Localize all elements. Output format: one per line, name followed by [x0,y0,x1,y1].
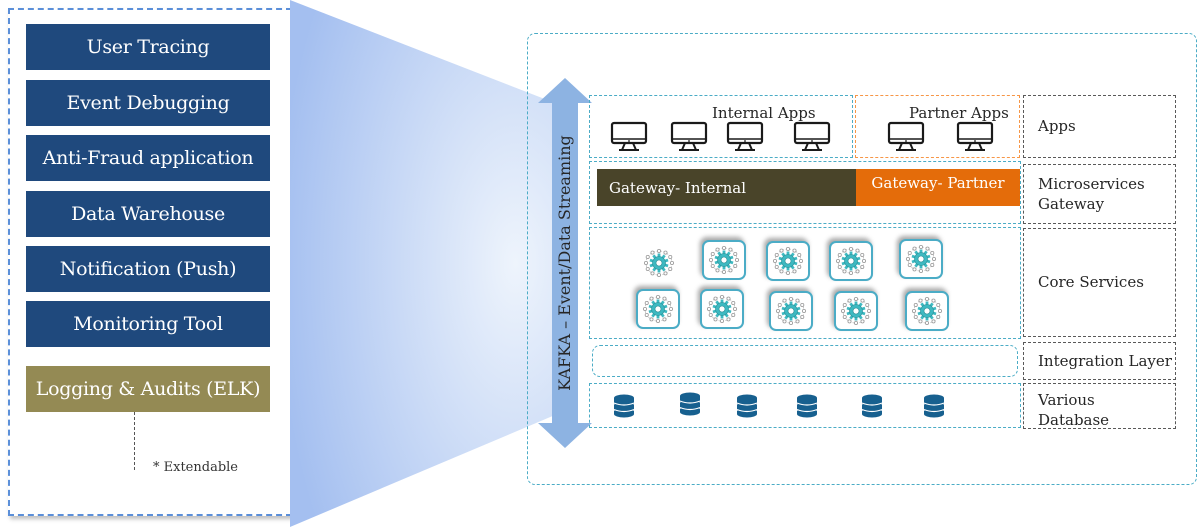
extendable-note: * Extendable [153,460,238,475]
extend-connector-line [134,412,135,470]
microservice-gear-icon [905,291,949,331]
layer-label-text: Microservices [1038,174,1145,193]
tool-event-debugging[interactable]: Event Debugging [26,80,270,126]
database-icon [796,394,818,418]
tool-anti-fraud[interactable]: Anti-Fraud application [26,135,270,181]
database-icon [923,394,945,418]
tool-monitoring[interactable]: Monitoring Tool [26,301,270,347]
monitor-icon [956,121,994,153]
tool-label: User Tracing [86,36,210,58]
microservice-gear-icon [636,289,680,329]
layer-label-text: Integration Layer [1038,351,1172,370]
monitor-icon [726,121,764,153]
monitor-icon [610,121,648,153]
tool-notification[interactable]: Notification (Push) [26,246,270,292]
gateway-internal-label: Gateway- Internal [609,178,746,197]
layer-label-text: Core Services [1038,273,1144,292]
database-icon [679,392,701,416]
database-icon [861,394,883,418]
tool-label: Logging & Audits (ELK) [35,378,261,400]
gateway-partner[interactable]: Gateway- Partner [856,169,1020,206]
architecture-container [527,33,1197,485]
tool-label: Data Warehouse [71,203,225,225]
layer-label-core-services: Core Services [1023,228,1176,337]
partner-apps-title: Partner Apps [909,104,1009,122]
microservice-gear-icon [829,241,873,281]
core-services-layer [589,227,1021,339]
database-layer [589,383,1021,428]
tool-logging-audits[interactable]: Logging & Audits (ELK) [26,366,270,412]
microservice-gear-icon [700,289,744,329]
tool-label: Monitoring Tool [73,313,223,335]
microservice-gear-icon [899,239,943,279]
internal-apps-title: Internal Apps [712,104,816,122]
microservice-gear-icon [769,291,813,331]
tool-label: Notification (Push) [59,258,237,280]
gateway-internal[interactable]: Gateway- Internal [597,169,856,206]
microservice-gear-icon [637,243,681,283]
tool-label: Event Debugging [66,92,230,114]
monitor-icon [793,121,831,153]
layer-label-gateway: Microservices Gateway [1023,164,1176,224]
layer-label-apps: Apps [1023,95,1176,158]
kafka-label: KAFKA – Event/Data Streaming [555,135,574,391]
gateway-partner-label: Gateway- Partner [871,173,1005,192]
tool-user-tracing[interactable]: User Tracing [26,24,270,70]
microservice-gear-icon [702,240,746,280]
layer-label-database: Various Database [1023,383,1176,429]
integration-layer [592,345,1018,377]
microservice-gear-icon [834,291,878,331]
microservice-gear-icon [766,241,810,281]
layer-label-integration: Integration Layer [1023,342,1176,380]
gateway-layer [589,161,1021,224]
partner-apps-group: Partner Apps [855,95,1020,158]
layer-label-text: Gateway [1038,195,1105,213]
internal-apps-group: Internal Apps [589,95,853,158]
tool-label: Anti-Fraud application [42,147,254,169]
tool-data-warehouse[interactable]: Data Warehouse [26,191,270,237]
monitor-icon [887,121,925,153]
layer-label-text: Various [1038,391,1095,409]
projection-trapezoid [290,0,555,527]
layer-label-text: Database [1038,411,1110,429]
monitor-icon [670,121,708,153]
consumer-tools-panel: User Tracing Event Debugging Anti-Fraud … [8,8,292,516]
database-icon [736,394,758,418]
kafka-double-arrow [538,78,592,448]
layer-label-text: Apps [1038,117,1076,136]
database-icon [613,394,635,418]
